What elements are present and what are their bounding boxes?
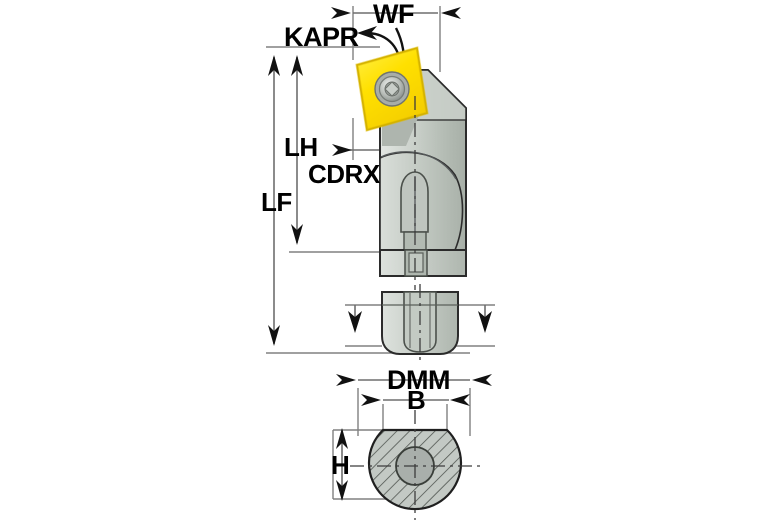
- arrow-up-icon: [291, 55, 303, 76]
- arrow-left-icon: [450, 394, 470, 406]
- dimension-label-h: H: [331, 450, 350, 480]
- cutting-insert: [355, 46, 429, 132]
- arrow-left-icon: [331, 7, 351, 19]
- arrow-up-icon: [336, 428, 348, 449]
- arrow-down-icon: [268, 325, 280, 346]
- arrow-down-icon: [478, 311, 492, 333]
- section-view-shank: [350, 410, 482, 520]
- arrow-down-icon: [336, 480, 348, 501]
- arrow-left-icon: [336, 374, 356, 386]
- dimension-label-cdrx: CDRX: [308, 159, 380, 189]
- dimension-label-lf: LF: [261, 187, 292, 217]
- dimension-label-kapr: KAPR: [284, 22, 359, 52]
- arrow-right-icon: [332, 144, 352, 156]
- dimension-label-dmm: DMM: [387, 365, 450, 395]
- torx-screw-icon: [384, 81, 400, 97]
- arrow-right-icon: [441, 7, 461, 19]
- dimension-label-wf: WF: [373, 0, 414, 29]
- extension-lines: [266, 6, 495, 500]
- dimension-label-b: B: [407, 385, 426, 415]
- end-view-shank: [381, 284, 459, 364]
- arrow-down-icon: [348, 311, 362, 333]
- arrow-down-icon: [291, 224, 303, 245]
- arrow-up-icon: [268, 55, 280, 76]
- arrow-right-icon: [361, 394, 381, 406]
- arrow-right-icon: [472, 374, 492, 386]
- dimension-label-lh: LH: [284, 132, 318, 162]
